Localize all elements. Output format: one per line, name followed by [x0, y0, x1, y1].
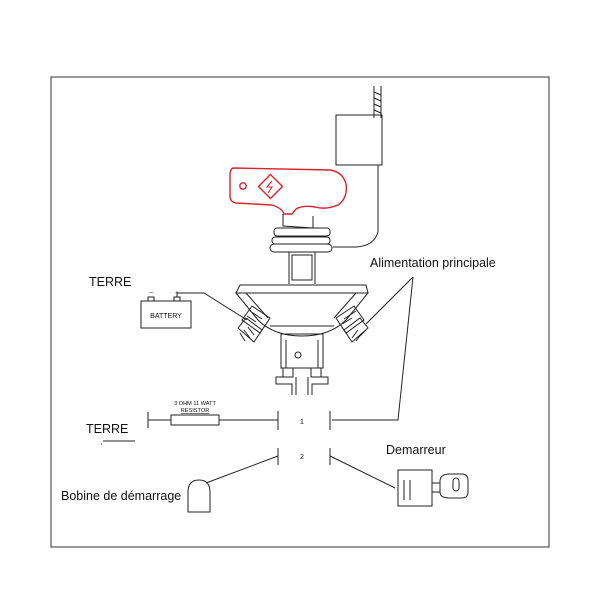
- resistor-name: RESISTOR: [181, 408, 210, 414]
- contact-1-label: 1: [300, 419, 304, 426]
- ignition-key-icon: [329, 455, 469, 507]
- demarreur-label: Demarreur: [386, 443, 446, 457]
- contact-lines: [277, 411, 331, 465]
- terre-top-label: TERRE: [89, 275, 131, 289]
- resistor-spec: 3 OHM 11 WATT: [174, 401, 216, 407]
- battery-plus: +: [175, 290, 179, 297]
- diagram-frame: [50, 76, 550, 548]
- terre-bottom-label: TERRE: [86, 422, 128, 436]
- battery: [140, 292, 248, 329]
- alimentation-label: Alimentation principale: [370, 256, 496, 270]
- right-terminal: [335, 305, 369, 343]
- coil: [187, 455, 279, 513]
- resistor: [147, 411, 279, 430]
- battery-label: BATTERY: [150, 313, 182, 320]
- contact-2-label: 2: [300, 454, 304, 461]
- battery-minus: −: [149, 290, 153, 297]
- cable-clamp: [333, 86, 383, 248]
- alimentation-leaders: [332, 276, 414, 421]
- left-terminal: [237, 305, 271, 343]
- ground-symbol: [101, 440, 135, 445]
- spade-terminals: [275, 367, 329, 395]
- lightning-key-icon: [229, 167, 348, 215]
- bobine-label: Bobine de démarrage: [61, 489, 181, 503]
- switch-shaft: [269, 214, 333, 284]
